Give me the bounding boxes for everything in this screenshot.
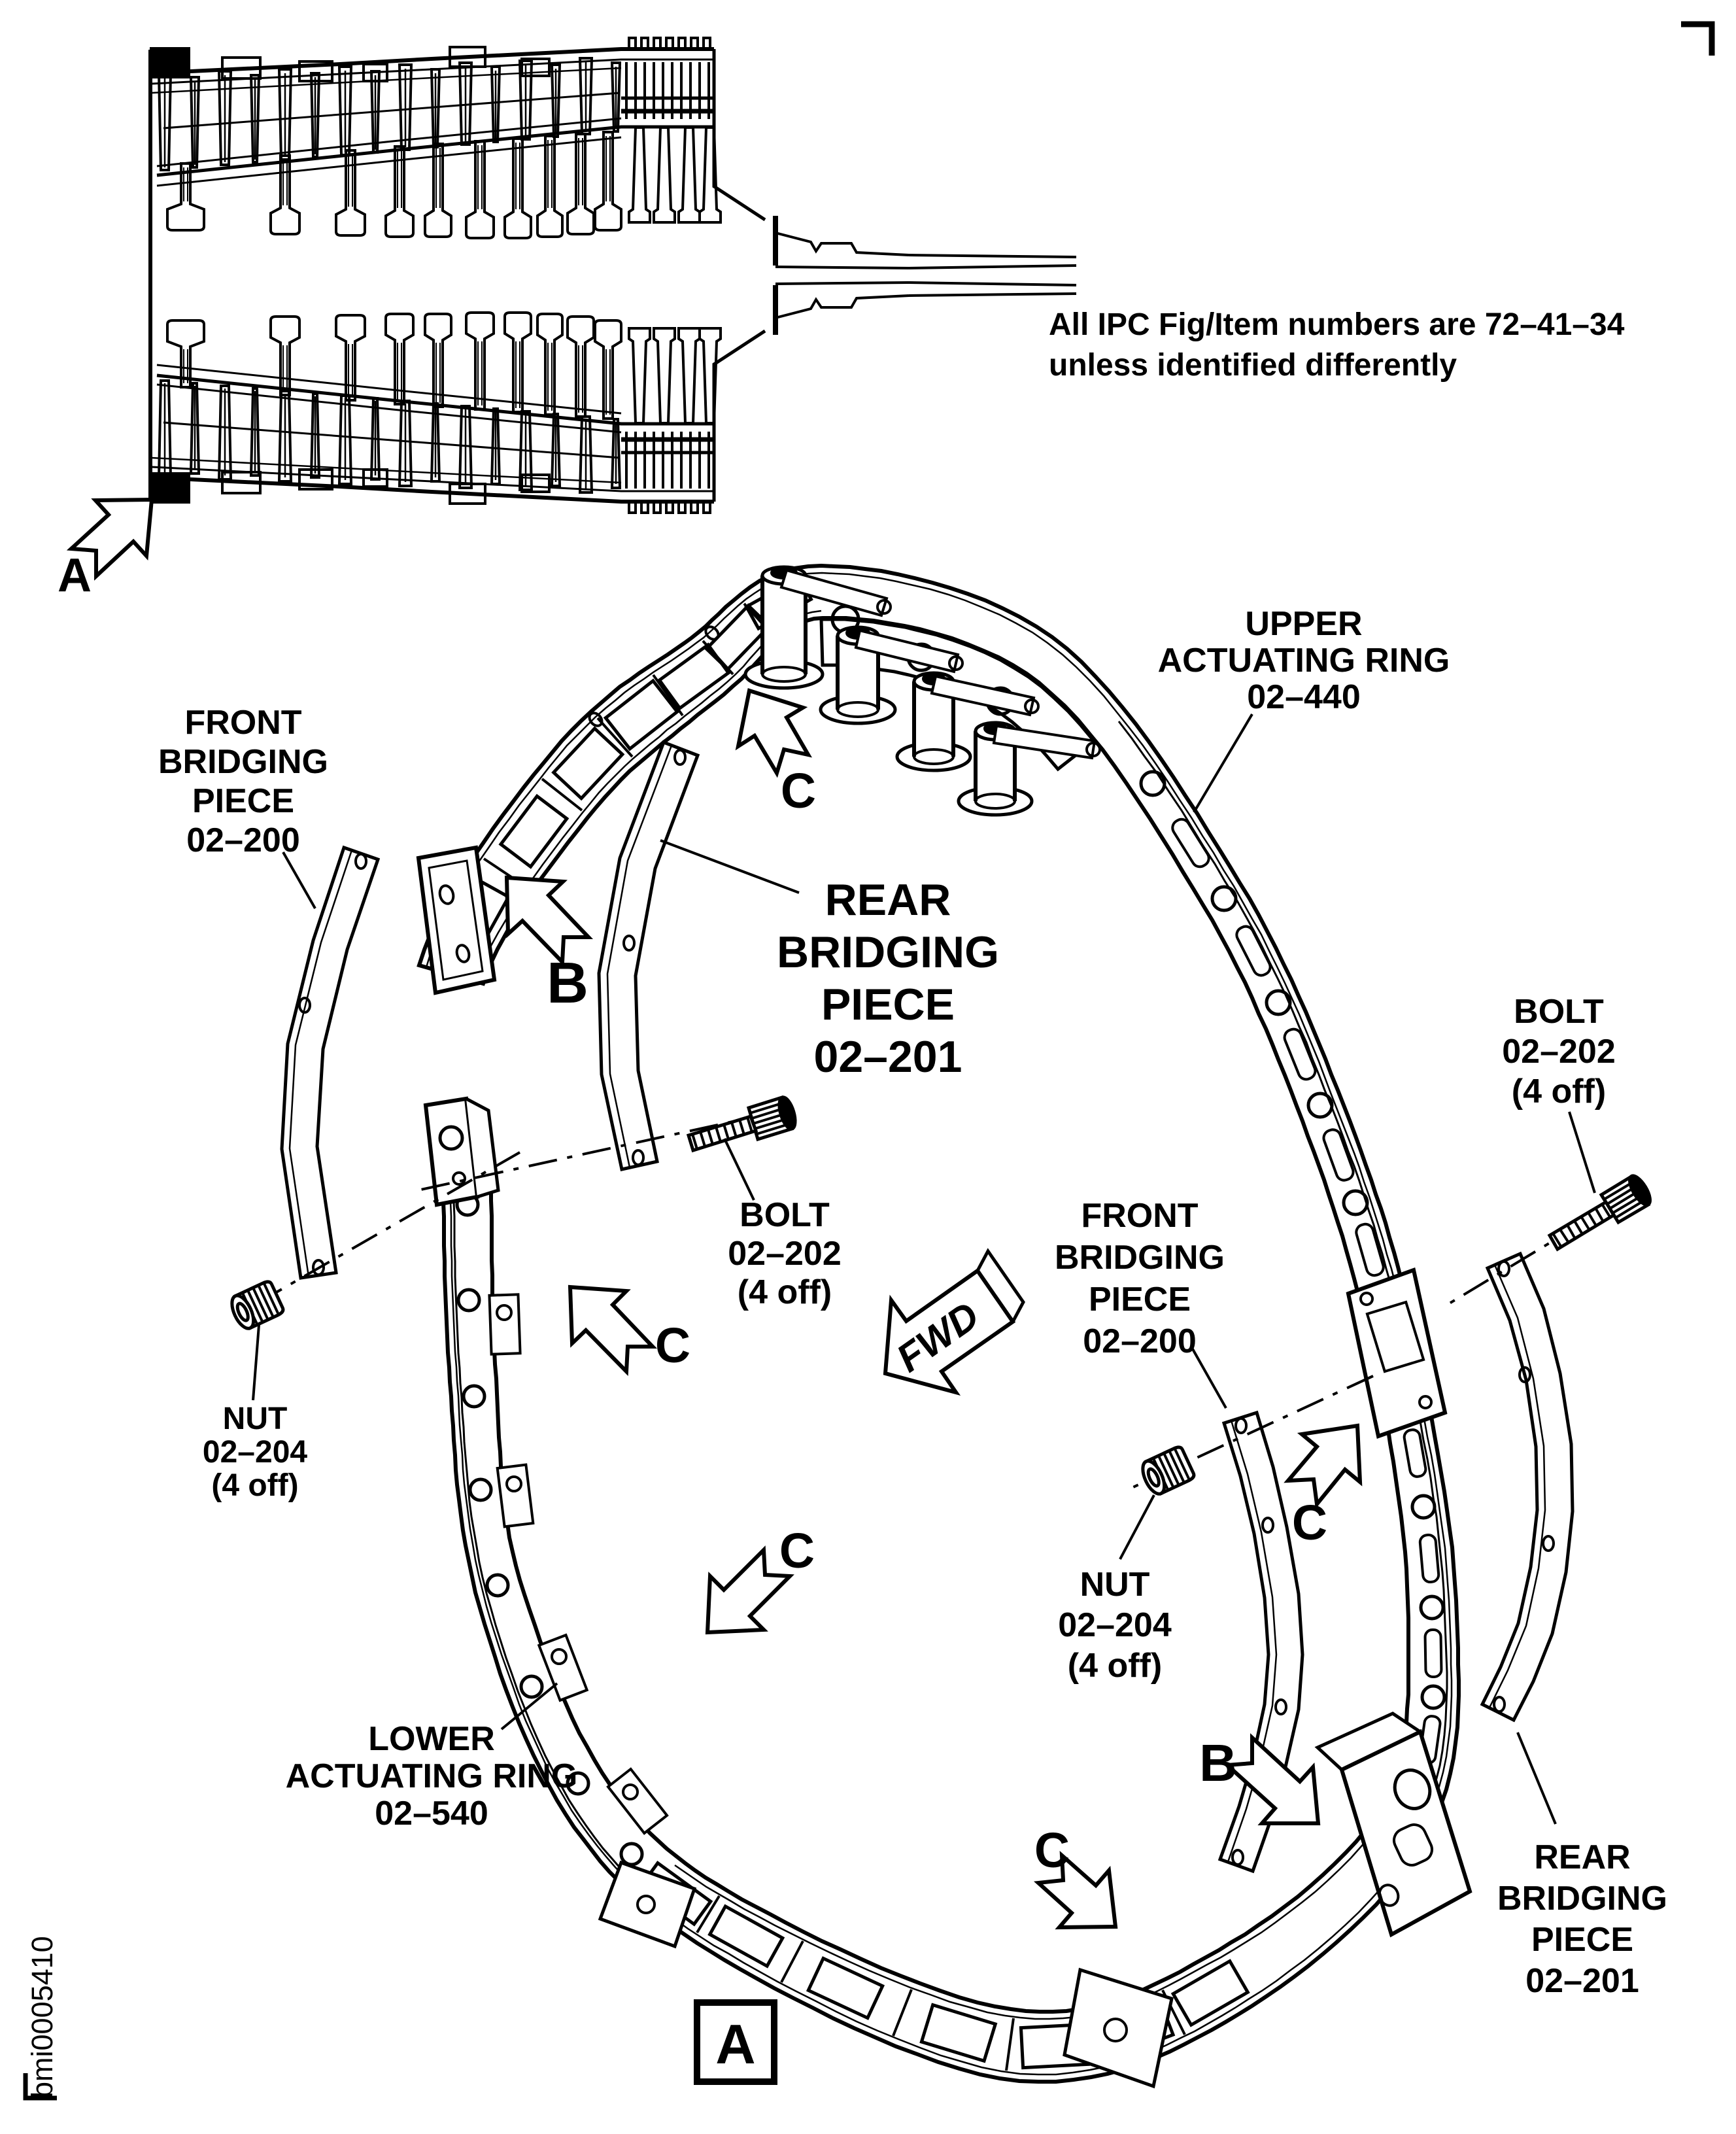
svg-text:(4 off): (4 off) — [211, 1468, 298, 1503]
svg-text:A: A — [58, 549, 92, 602]
svg-text:FRONT: FRONT — [1081, 1197, 1198, 1235]
svg-text:(4 off): (4 off) — [738, 1273, 832, 1311]
svg-text:BRIDGING: BRIDGING — [777, 927, 999, 977]
svg-text:LOWER: LOWER — [368, 1720, 495, 1758]
svg-text:B: B — [1199, 1734, 1237, 1792]
svg-text:ACTUATING RING: ACTUATING RING — [286, 1757, 578, 1795]
svg-text:C: C — [779, 1523, 815, 1578]
svg-text:BOLT: BOLT — [1514, 993, 1604, 1031]
svg-text:PIECE: PIECE — [821, 980, 955, 1029]
svg-text:FRONT: FRONT — [184, 704, 301, 742]
svg-text:02–202: 02–202 — [1502, 1033, 1616, 1071]
svg-text:B: B — [547, 950, 588, 1015]
svg-text:02–201: 02–201 — [1525, 1962, 1639, 2000]
svg-text:UPPER: UPPER — [1245, 605, 1362, 643]
svg-text:BRIDGING: BRIDGING — [1055, 1239, 1225, 1277]
svg-text:02–204: 02–204 — [1058, 1606, 1172, 1644]
svg-text:C: C — [655, 1318, 690, 1373]
svg-text:(4 off): (4 off) — [1068, 1647, 1162, 1685]
svg-text:02–202: 02–202 — [728, 1235, 842, 1273]
svg-text:PIECE: PIECE — [1089, 1281, 1191, 1318]
svg-text:BRIDGING: BRIDGING — [1497, 1880, 1667, 1918]
svg-text:BOLT: BOLT — [740, 1196, 830, 1234]
svg-text:All IPC Fig/Item numbers are 7: All IPC Fig/Item numbers are 72–41–34 — [1049, 307, 1625, 342]
svg-text:unless identified differently: unless identified differently — [1049, 348, 1457, 383]
svg-text:C: C — [781, 763, 816, 818]
svg-text:BRIDGING: BRIDGING — [158, 743, 328, 781]
svg-text:NUT: NUT — [1080, 1566, 1150, 1604]
svg-text:02–204: 02–204 — [203, 1435, 307, 1470]
svg-text:02–200: 02–200 — [186, 821, 300, 859]
svg-text:02–440: 02–440 — [1247, 678, 1361, 716]
svg-text:NUT: NUT — [223, 1402, 288, 1436]
svg-text:02–201: 02–201 — [814, 1032, 962, 1082]
svg-text:C: C — [1292, 1495, 1327, 1550]
svg-text:bmi0005410: bmi0005410 — [26, 1936, 59, 2098]
svg-text:02–540: 02–540 — [375, 1795, 488, 1833]
svg-text:PIECE: PIECE — [1531, 1921, 1633, 1959]
svg-text:C: C — [1034, 1823, 1070, 1878]
svg-text:REAR: REAR — [825, 875, 951, 925]
svg-text:PIECE: PIECE — [192, 782, 294, 820]
svg-text:ACTUATING RING: ACTUATING RING — [1158, 642, 1450, 680]
svg-text:(4 off): (4 off) — [1512, 1073, 1606, 1110]
svg-text:02–200: 02–200 — [1083, 1322, 1197, 1360]
svg-text:REAR: REAR — [1534, 1838, 1630, 1876]
svg-text:A: A — [715, 2014, 755, 2076]
